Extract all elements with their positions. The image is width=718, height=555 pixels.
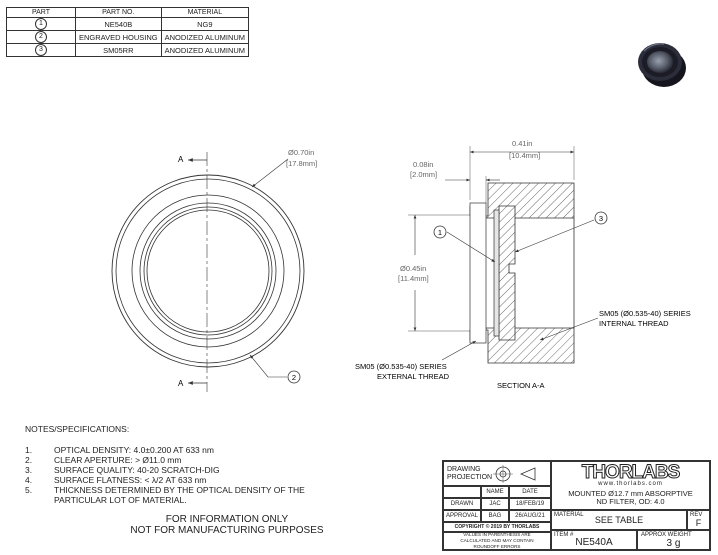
section-mark-top: A xyxy=(178,155,184,164)
thorlabs-logo: THORLABS xyxy=(581,461,681,483)
external-thread-leader xyxy=(441,340,477,361)
bom-table: PART PART NO. MATERIAL 1 NE540B NG9 2 EN… xyxy=(6,7,250,57)
item-number: NE540A xyxy=(575,537,613,548)
lip-mm: [2.0mm] xyxy=(410,170,437,179)
retaining-ring-section xyxy=(498,205,516,341)
approval-date: 26/AUG/21 xyxy=(509,510,551,522)
callout-2-bubble xyxy=(287,370,301,384)
disclaimer-line2: NOT FOR MANUFACTURING PURPOSES xyxy=(130,525,324,536)
thread-relief-outline xyxy=(469,202,487,344)
filter-edge xyxy=(146,209,270,333)
bom-row: 1 NE540B NG9 xyxy=(6,17,250,31)
filter-section xyxy=(493,209,500,337)
note-item: 4.SURFACE FLATNESS: < λ/2 AT 633 nm xyxy=(25,475,207,485)
part-description: MOUNTED Ø12.7 mm ABSORPTIVE ND FILTER, O… xyxy=(551,486,710,510)
name-header: NAME xyxy=(481,486,509,498)
drawn-date: 18/FEB/19 xyxy=(509,498,551,510)
projection-label: DRAWING PROJECTION xyxy=(447,465,493,481)
item-label: ITEM # xyxy=(554,532,574,538)
callout-2-leader xyxy=(249,354,287,378)
part-bubble: 3 xyxy=(35,44,47,56)
website: www.thorlabs.com xyxy=(598,480,663,487)
part-bubble: 1 xyxy=(35,18,47,30)
projection-cell: DRAWING PROJECTION xyxy=(443,461,551,486)
part-bubble: 2 xyxy=(35,31,47,43)
clear-aperture-edge xyxy=(143,206,273,336)
logo-cell: THORLABS www.thorlabs.com xyxy=(551,461,710,487)
external-thread-line1: SM05 (Ø0.535-40) SERIES xyxy=(355,362,447,371)
item-cell: ITEM # NE540A xyxy=(551,530,637,550)
section-mark-bottom: A xyxy=(178,379,184,388)
disclaimer-line1: FOR INFORMATION ONLY xyxy=(165,514,289,525)
internal-thread-line1: SM05 (Ø0.535-40) SERIES xyxy=(599,309,691,318)
values-note: VALUES IN PARENTHESIS ARE CALCULATED AND… xyxy=(443,532,551,550)
callout-3-leader xyxy=(514,219,595,253)
note-item: 1.OPTICAL DENSITY: 4.0±0.200 AT 633 nm xyxy=(25,445,214,455)
material-cell: MATERIAL SEE TABLE xyxy=(551,510,687,530)
callout-2-number: 2 xyxy=(292,373,296,382)
disclaimer: FOR INFORMATION ONLY NOT FOR MANUFACTURI… xyxy=(117,514,337,536)
date-header: DATE xyxy=(509,486,551,498)
housing-chamfer xyxy=(115,178,301,364)
rev-value: F xyxy=(695,518,702,528)
weight-cell: APPROX WEIGHT 3 g xyxy=(637,530,710,550)
material-label: MATERIAL xyxy=(554,512,584,518)
width-mm: [10.4mm] xyxy=(509,151,540,160)
front-diameter-mm: [17.8mm] xyxy=(286,159,317,168)
note-item: PARTICULAR LOT OF MATERIAL. xyxy=(54,495,187,505)
rev-cell: REV F xyxy=(687,510,710,530)
notes-title: NOTES/SPECIFICATIONS: xyxy=(25,424,130,434)
approval-name: BAG xyxy=(481,510,509,522)
bom-row: 3 SM05RR ANODIZED ALUMINUM xyxy=(6,43,250,57)
internal-thread-leader xyxy=(539,317,599,341)
callout-1-bubble xyxy=(433,225,447,239)
product-render xyxy=(638,43,686,87)
copyright: COPYRIGHT © 2019 BY THORLABS xyxy=(443,522,551,532)
bom-part-no: SM05RR xyxy=(75,43,162,57)
drawn-name: JAC xyxy=(481,498,509,510)
diameter-leader xyxy=(251,158,289,188)
note-item: 2.CLEAR APERTURE: > Ø11.0 mm xyxy=(25,455,182,465)
internal-thread-line2: INTERNAL THREAD xyxy=(599,319,669,328)
section-caption: SECTION A-A xyxy=(497,381,545,390)
drawn-label: DRAWN xyxy=(443,498,481,510)
rev-label: REV xyxy=(690,512,703,518)
note-item: 5.THICKNESS DETERMINED BY THE OPTICAL DE… xyxy=(25,485,305,495)
weight-value: 3 g xyxy=(666,538,681,549)
weight-label: APPROX WEIGHT xyxy=(641,532,692,538)
clear-mm: [11.4mm] xyxy=(398,274,429,283)
approval-label: APPROVAL xyxy=(443,510,481,522)
front-diameter-in: Ø0.70in xyxy=(288,148,314,157)
projection-symbol-icon xyxy=(493,464,536,483)
width-in: 0.41in xyxy=(512,139,532,148)
external-thread-line2: EXTERNAL THREAD xyxy=(377,372,450,381)
callout-3-number: 3 xyxy=(599,214,603,223)
callout-1-number: 1 xyxy=(438,228,442,237)
note-item: 3.SURFACE QUALITY: 40-20 SCRATCH-DIG xyxy=(25,465,220,475)
retaining-ring-outer xyxy=(131,194,285,348)
title-block: DRAWING PROJECTION NAME DATE DRAWN JAC 1… xyxy=(442,460,711,551)
housing-outer-edge xyxy=(111,174,305,368)
bom-header-row: PART PART NO. MATERIAL xyxy=(6,7,250,18)
callout-1-leader xyxy=(446,231,496,263)
material-value: SEE TABLE xyxy=(594,515,644,525)
bom-material: ANODIZED ALUMINUM xyxy=(160,43,250,57)
lip-in: 0.08in xyxy=(413,160,433,169)
notes-block: NOTES/SPECIFICATIONS: 1.OPTICAL DENSITY:… xyxy=(25,424,305,505)
retaining-ring-inner xyxy=(139,202,277,340)
drawing-views: A A Ø0.70in [17.8mm] 2 0 xyxy=(111,139,691,392)
front-view: A A Ø0.70in [17.8mm] 2 xyxy=(111,148,317,392)
section-view: 0.41in [10.4mm] 0.08in [2.0mm] Ø0.45in [… xyxy=(355,139,691,390)
callout-3-bubble xyxy=(594,211,608,225)
clear-in: Ø0.45in xyxy=(400,264,426,273)
